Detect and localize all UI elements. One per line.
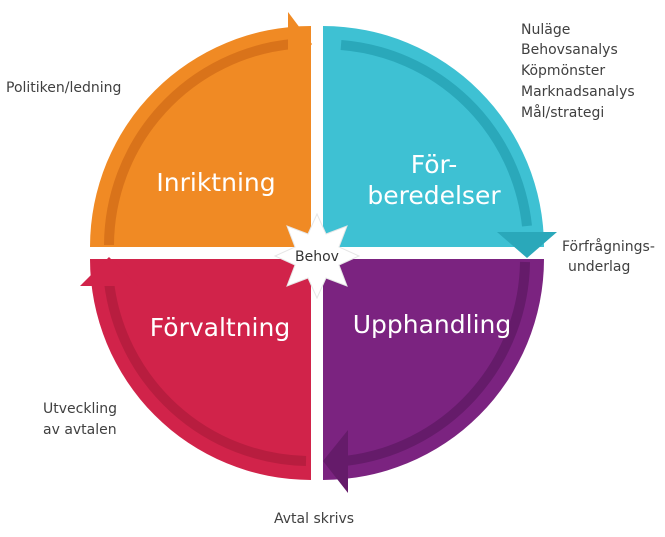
upphandling-quadrant: [323, 259, 544, 480]
annotation-politiken: Politiken/ledning: [6, 80, 121, 96]
forberedelser-arrowhead: [497, 232, 557, 258]
forvaltning-arrowhead: [80, 257, 138, 286]
annotation-mal-strategi: Mål/strategi: [521, 104, 604, 121]
inriktning-label: Inriktning: [156, 168, 275, 197]
upphandling-arrowhead: [323, 430, 348, 493]
forvaltning-quadrant: [90, 259, 311, 480]
forvaltning-arrow: [104, 281, 307, 466]
forberedelser-quadrant: [323, 26, 544, 247]
upphandling-arrow: [344, 261, 530, 466]
forberedelser-label-line2: beredelser: [367, 181, 501, 210]
annotation-avtal-skrivs: Avtal skrivs: [274, 511, 354, 527]
annotation-underlag: underlag: [568, 259, 630, 275]
forberedelser-label-line1: För-: [411, 150, 457, 179]
inriktning-arrowhead: [288, 12, 312, 76]
annotation-nulage: Nuläge: [521, 22, 570, 38]
star-burst-icon: [273, 212, 361, 300]
center-label: Behov: [295, 249, 339, 265]
annotation-av-avtalen: av avtalen: [43, 422, 117, 438]
forvaltning-label: Förvaltning: [150, 313, 290, 342]
annotation-marknadsanalys: Marknadsanalys: [521, 84, 635, 100]
annotation-behovsanalys: Behovsanalys: [521, 42, 618, 58]
forberedelser-arrow: [340, 40, 532, 227]
annotation-kopmonster: Köpmönster: [521, 63, 605, 79]
upphandling-label: Upphandling: [353, 310, 512, 339]
inriktning-arrow: [104, 39, 293, 246]
annotation-forfragnings: Förfrågnings-: [562, 238, 655, 255]
inriktning-quadrant: [90, 26, 311, 247]
annotation-utveckling: Utveckling: [43, 401, 117, 417]
